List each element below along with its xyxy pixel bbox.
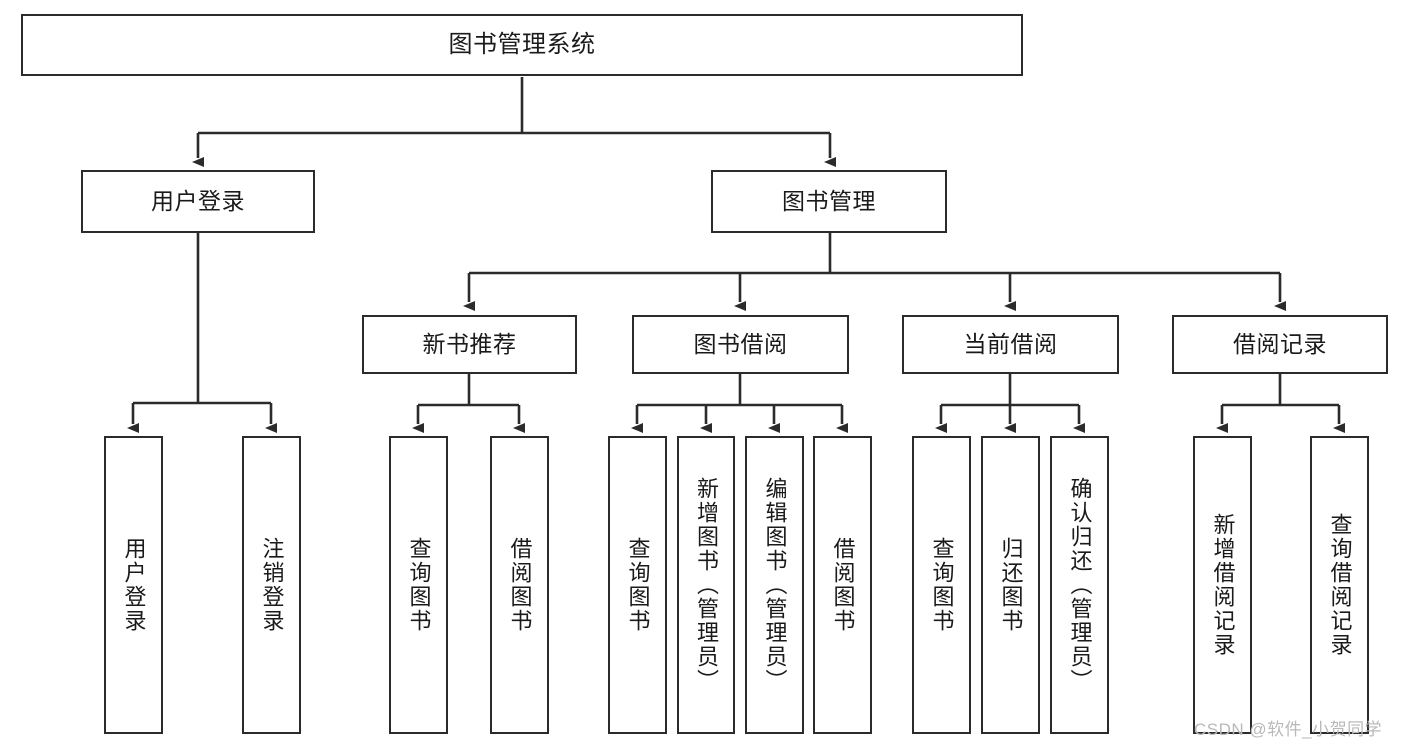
- node-leaf-user-login[interactable]: 用户登录: [104, 436, 163, 734]
- node-label: 用户登录: [121, 537, 147, 633]
- node-label: 用户登录: [151, 188, 245, 215]
- node-label: 图书管理: [782, 188, 876, 215]
- node-label: 图书借阅: [693, 331, 788, 358]
- node-label: 查询图书: [406, 537, 432, 633]
- node-label: 编辑图书（管理员）: [762, 477, 788, 693]
- node-leaf-query-borrow-record[interactable]: 查询借阅记录: [1310, 436, 1369, 734]
- node-leaf-query-book-borrow[interactable]: 查询图书: [608, 436, 667, 734]
- node-label: 图书管理系统: [448, 31, 596, 59]
- node-root-system[interactable]: 图书管理系统: [21, 14, 1023, 76]
- node-new-book-recommend[interactable]: 新书推荐: [362, 315, 577, 374]
- node-leaf-add-borrow-record[interactable]: 新增借阅记录: [1193, 436, 1252, 734]
- node-book-borrow[interactable]: 图书借阅: [632, 315, 849, 374]
- node-label: 当前借阅: [963, 331, 1058, 358]
- node-leaf-add-book-admin[interactable]: 新增图书（管理员）: [677, 436, 735, 734]
- node-label: 借阅记录: [1233, 331, 1327, 358]
- node-leaf-query-book-new[interactable]: 查询图书: [389, 436, 448, 734]
- node-label: 查询图书: [929, 537, 955, 633]
- node-label: 新增借阅记录: [1210, 513, 1236, 657]
- node-leaf-confirm-return-admin[interactable]: 确认归还（管理员）: [1050, 436, 1109, 734]
- node-current-borrow[interactable]: 当前借阅: [902, 315, 1119, 374]
- node-label: 查询图书: [625, 537, 651, 633]
- node-leaf-borrow-book[interactable]: 借阅图书: [813, 436, 872, 734]
- node-leaf-edit-book-admin[interactable]: 编辑图书（管理员）: [745, 436, 804, 734]
- node-leaf-query-book-current[interactable]: 查询图书: [912, 436, 971, 734]
- node-label: 确认归还（管理员）: [1067, 477, 1093, 693]
- node-leaf-logout[interactable]: 注销登录: [242, 436, 301, 734]
- node-book-management[interactable]: 图书管理: [711, 170, 947, 233]
- node-user-login[interactable]: 用户登录: [81, 170, 315, 233]
- node-label: 新增图书（管理员）: [693, 477, 719, 693]
- node-label: 借阅图书: [830, 537, 856, 633]
- node-label: 注销登录: [259, 537, 285, 633]
- node-label: 新书推荐: [422, 331, 517, 358]
- node-borrow-record[interactable]: 借阅记录: [1172, 315, 1388, 374]
- node-label: 查询借阅记录: [1327, 513, 1353, 657]
- node-leaf-borrow-book-new[interactable]: 借阅图书: [490, 436, 549, 734]
- node-label: 借阅图书: [507, 537, 533, 633]
- node-leaf-return-book[interactable]: 归还图书: [981, 436, 1040, 734]
- node-label: 归还图书: [998, 537, 1024, 633]
